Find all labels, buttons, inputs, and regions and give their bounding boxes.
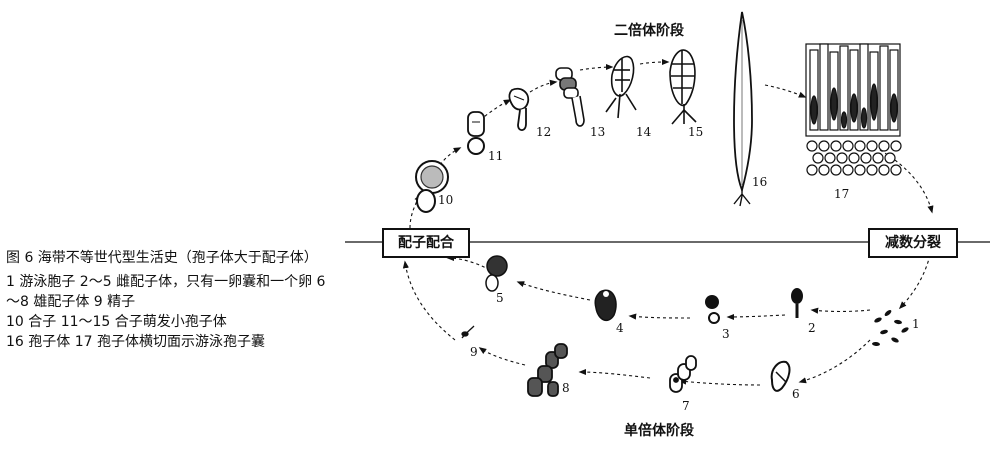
female-gametophyte-5-figure xyxy=(485,255,508,292)
sporophyte-cross-section-17-figure xyxy=(805,43,902,176)
young-sporophyte-13-figure xyxy=(555,67,585,127)
lower-cycle-arrows xyxy=(402,254,931,386)
caption-title: 图 6 海带不等世代型生活史（孢子体大于配子体） xyxy=(6,250,318,266)
label-16: 16 xyxy=(752,175,767,189)
figure-caption: 图 6 海带不等世代型生活史（孢子体大于配子体） 1 游泳胞子 2～5 雌配子体… xyxy=(6,248,336,352)
zoospores-figure xyxy=(872,310,909,347)
label-4: 4 xyxy=(616,321,624,335)
label-10: 10 xyxy=(438,193,453,207)
zygote-figure xyxy=(415,160,449,213)
label-5: 5 xyxy=(496,291,504,305)
sporophyte-16-figure xyxy=(733,11,753,207)
label-3: 3 xyxy=(722,327,730,341)
caption-line-2: 10 合子 11～15 合子萌发小孢子体 xyxy=(6,314,227,330)
label-1: 1 xyxy=(912,317,920,331)
male-gametophyte-8-figure xyxy=(527,343,568,397)
label-15: 15 xyxy=(688,125,703,139)
young-sporophyte-14-figure xyxy=(605,55,637,119)
male-gametophyte-6-figure xyxy=(770,360,791,392)
label-8: 8 xyxy=(562,381,570,395)
label-11: 11 xyxy=(488,149,503,163)
label-9: 9 xyxy=(470,345,478,359)
label-13: 13 xyxy=(590,125,605,139)
number-labels: 1 2 3 4 5 6 7 8 9 10 11 12 13 14 15 16 1… xyxy=(438,125,920,413)
female-gametophyte-4-figure xyxy=(594,289,617,322)
label-17: 17 xyxy=(834,187,849,201)
label-12: 12 xyxy=(536,125,551,139)
caption-line-3: 16 孢子体 17 孢子体横切面示游泳孢子囊 xyxy=(6,334,265,350)
label-14: 14 xyxy=(636,125,652,139)
label-7: 7 xyxy=(682,399,690,413)
haploid-stage-label: 单倍体阶段 xyxy=(624,423,694,439)
caption-line-1: 1 游泳胞子 2～5 雌配子体，只有一卵囊和一个卵 6～8 雄配子体 9 精子 xyxy=(6,274,326,310)
meiosis-box: 减数分裂 xyxy=(868,228,958,258)
young-sporophyte-12-figure xyxy=(508,87,530,132)
label-6: 6 xyxy=(792,387,800,401)
label-2: 2 xyxy=(808,321,816,335)
sperm-figure xyxy=(461,325,475,339)
fertilization-box: 配子配合 xyxy=(382,228,470,258)
female-gametophyte-3-figure xyxy=(705,295,720,324)
young-sporophyte-15-figure xyxy=(669,49,697,125)
young-sporophyte-11-figure xyxy=(467,111,485,155)
female-gametophyte-2-figure xyxy=(791,288,803,318)
male-gametophyte-7-figure xyxy=(669,355,697,393)
diploid-stage-label: 二倍体阶段 xyxy=(614,23,684,39)
